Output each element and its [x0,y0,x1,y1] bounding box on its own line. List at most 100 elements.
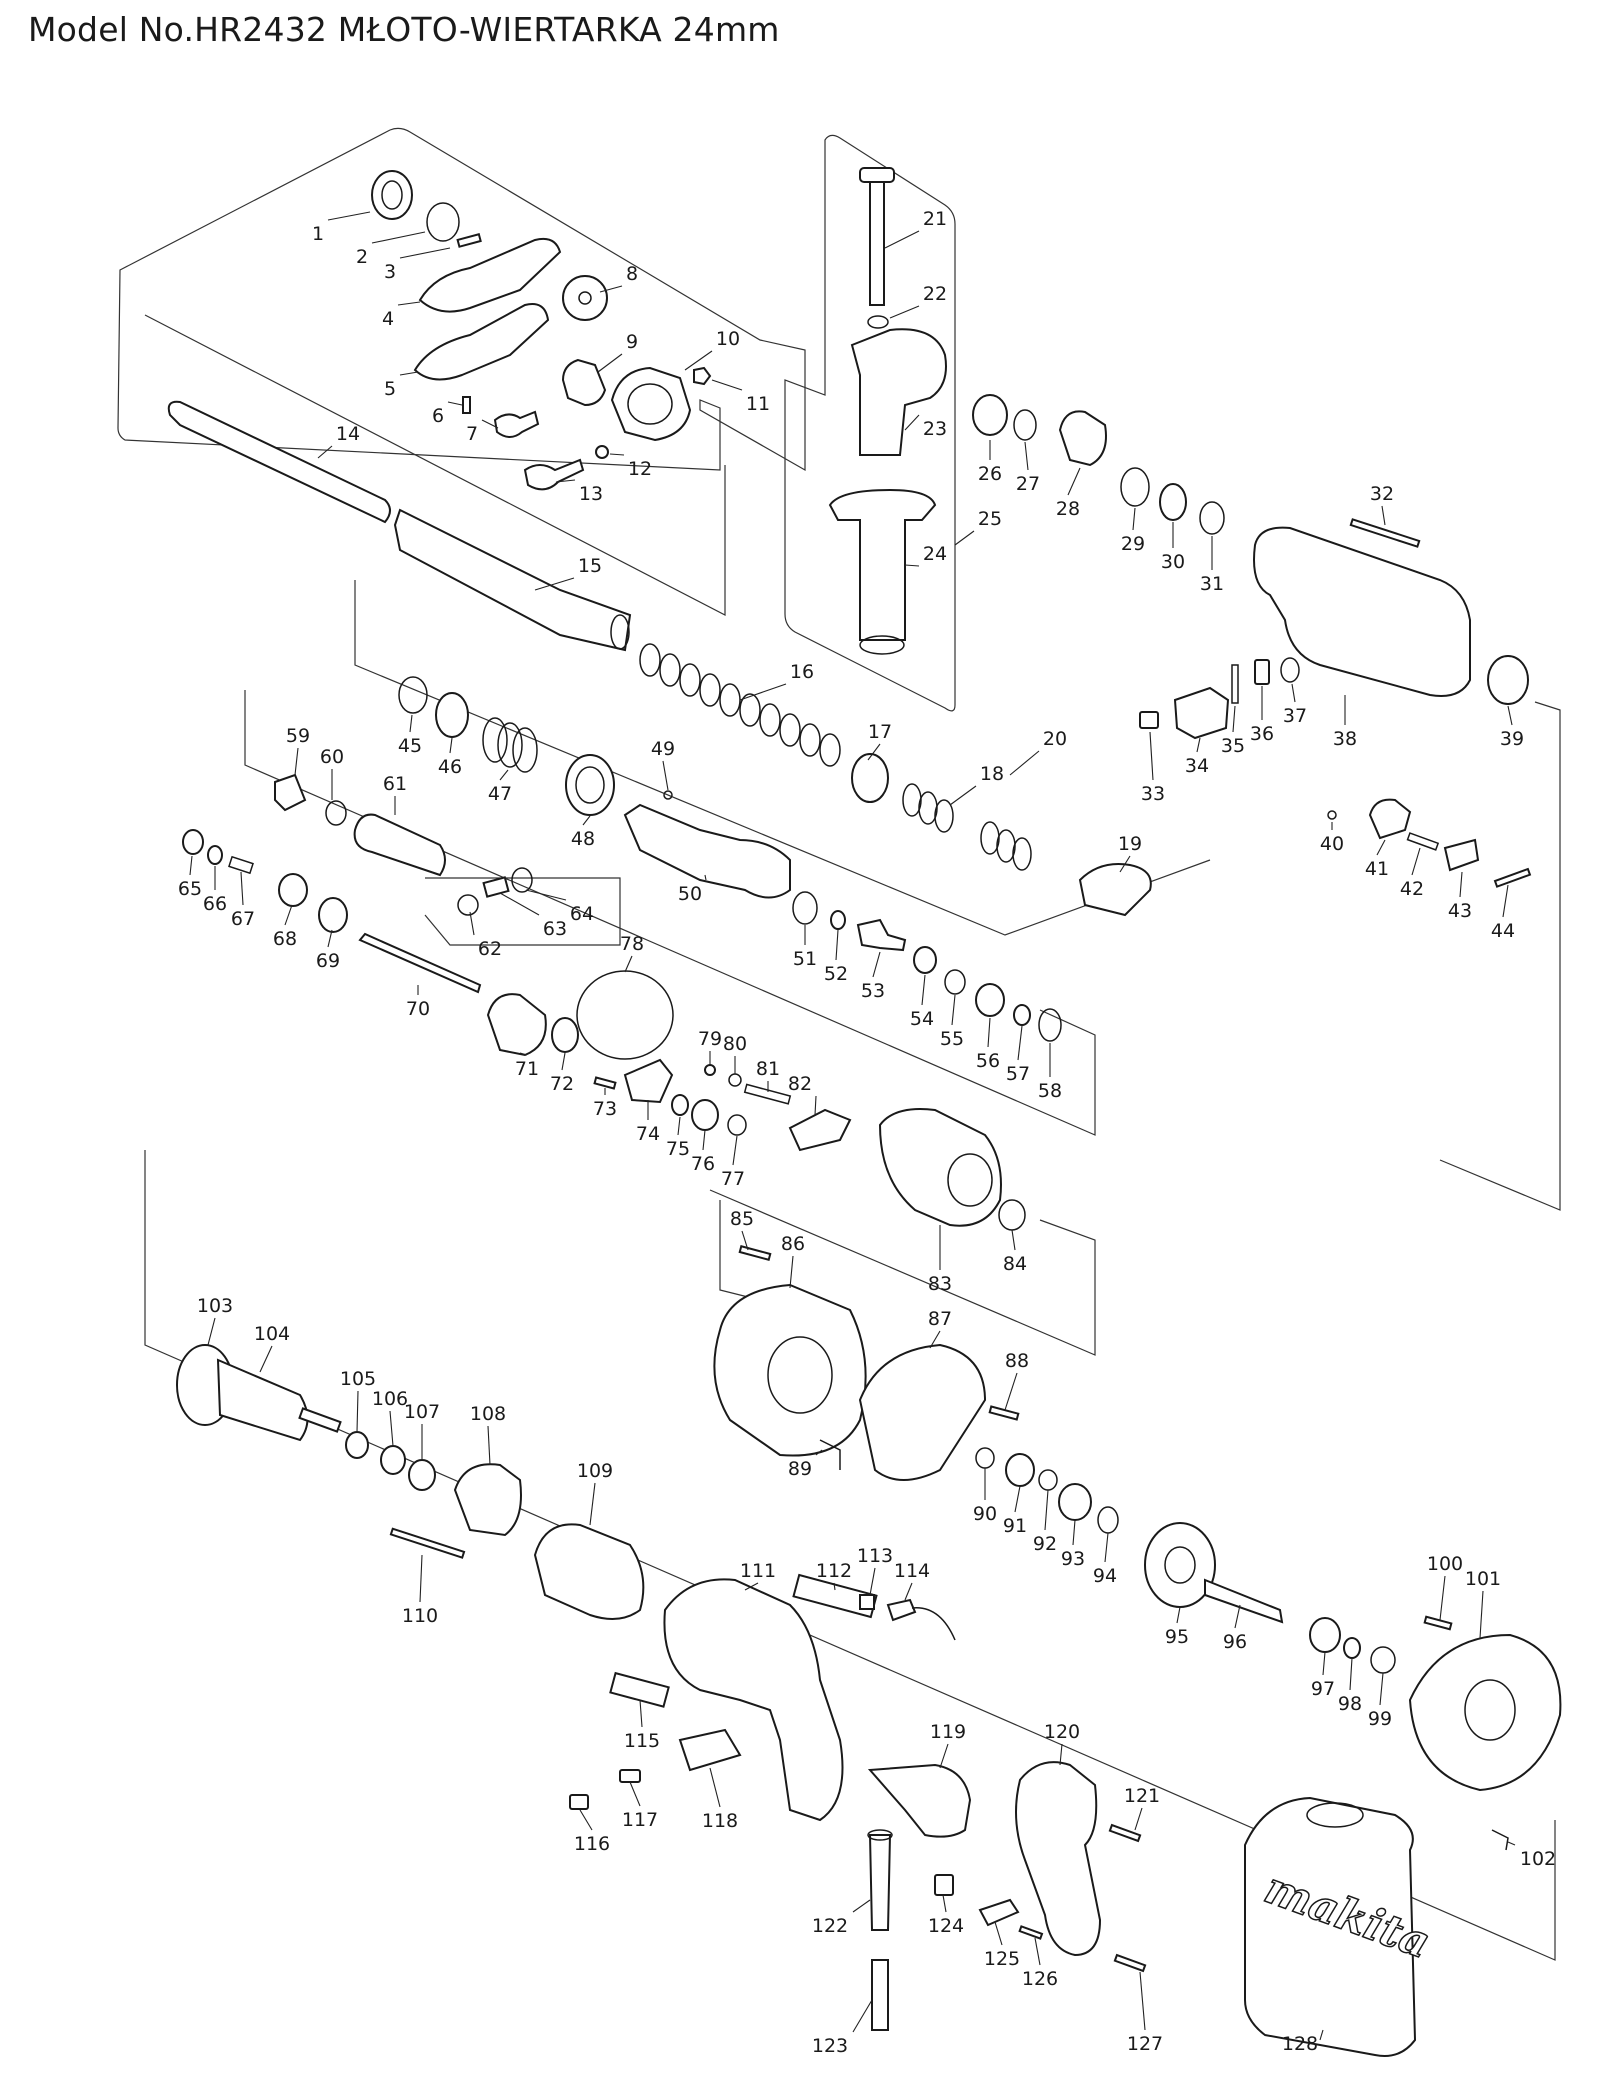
part-number-4: 4 [382,308,394,330]
part-number-81: 81 [756,1058,780,1080]
leader-line-32 [1381,505,1386,526]
part-number-7: 7 [466,423,478,445]
part-shape-42 [1406,832,1440,851]
leader-line-119 [939,1743,949,1769]
part-number-97: 97 [1311,1678,1335,1700]
leader-line-78 [624,955,633,973]
leader-line-95 [1176,1606,1181,1624]
part-shape-116 [569,1794,589,1810]
leader-line-110 [419,1554,423,1603]
part-shape-57 [1013,1004,1031,1026]
part-number-94: 94 [1093,1565,1117,1587]
part-number-86: 86 [781,1233,805,1255]
leader-line-99 [1379,1672,1384,1706]
part-number-31: 31 [1200,573,1224,595]
part-shape-4 [418,237,562,313]
part-number-113: 113 [857,1545,893,1567]
part-shape-55 [944,969,966,995]
part-number-17: 17 [868,721,892,743]
leader-line-22 [889,305,920,319]
frame-housing-right [1439,701,1561,1211]
part-number-36: 36 [1250,723,1274,745]
part-shape-37 [1280,657,1300,683]
part-shape-110 [389,1527,466,1559]
part-shape-113 [859,1594,875,1610]
leader-line-15 [534,577,575,591]
leader-line-101 [1479,1590,1484,1639]
part-shape-71 [486,993,547,1057]
leader-line-77 [732,1135,738,1166]
part-shape-125 [978,1898,1020,1927]
leader-line-3 [399,247,451,259]
part-number-85: 85 [730,1208,754,1230]
part-number-88: 88 [1005,1350,1029,1372]
part-shape-53 [856,918,907,952]
part-shape-77 [727,1114,747,1136]
leader-line-16 [739,683,787,701]
part-shape-43 [1443,838,1480,872]
part-shape-94 [1097,1506,1119,1534]
part-shape-3 [456,233,482,248]
part-number-55: 55 [940,1028,964,1050]
leader-line-89 [815,1449,823,1456]
leader-line-104 [259,1345,273,1373]
part-number-64: 64 [570,903,594,925]
part-number-50: 50 [678,883,702,905]
part-number-46: 46 [438,756,462,778]
leader-line-123 [852,1999,873,2033]
part-number-109: 109 [577,1460,613,1482]
part-number-49: 49 [651,738,675,760]
part-number-115: 115 [624,1730,660,1752]
part-number-8: 8 [626,263,638,285]
part-number-110: 110 [402,1605,438,1627]
leader-line-50 [704,874,707,881]
part-shape-124 [934,1874,954,1896]
part-shape-98 [1343,1637,1361,1659]
leader-line-72 [561,1052,566,1071]
part-shape-1 [371,170,413,220]
part-number-79: 79 [698,1028,722,1050]
part-shape-64 [511,867,533,893]
part-shape-10 [610,366,692,442]
part-number-57: 57 [1006,1063,1030,1085]
part-shape-47 [482,717,538,773]
part-shape-60 [325,800,347,826]
part-number-20: 20 [1043,728,1067,750]
part-number-58: 58 [1038,1080,1062,1102]
part-shape-101 [1408,1633,1562,1792]
leader-line-111 [744,1582,759,1591]
leader-line-102 [1507,1841,1516,1846]
part-shape-66 [207,845,223,865]
part-shape-24 [828,488,937,641]
leader-line-98 [1349,1657,1353,1691]
part-shape-109 [533,1523,645,1620]
part-shape-87 [858,1343,987,1481]
part-number-78: 78 [620,933,644,955]
leader-line-7 [481,419,499,429]
part-shape-12 [595,445,609,459]
leader-line-113 [869,1567,876,1596]
leader-line-65 [189,855,193,876]
part-number-90: 90 [973,1503,997,1525]
part-shape-45 [398,676,428,714]
part-shape-107 [408,1459,436,1491]
leader-line-12 [609,453,625,456]
part-shape-73 [593,1076,617,1090]
leader-line-49 [662,760,669,791]
part-number-91: 91 [1003,1515,1027,1537]
leader-line-55 [951,994,956,1026]
part-number-19: 19 [1118,833,1142,855]
part-number-69: 69 [316,950,340,972]
part-shape-69 [318,897,348,933]
leader-line-69 [327,929,333,948]
part-number-44: 44 [1491,920,1515,942]
part-shape-23 [850,328,947,456]
part-shape-76 [691,1099,719,1131]
part-number-53: 53 [861,980,885,1002]
part-number-5: 5 [384,378,396,400]
leader-line-64 [525,889,567,901]
part-number-56: 56 [976,1050,1000,1072]
part-shape-114 [886,1598,917,1622]
leader-line-76 [702,1129,706,1151]
part-shape-56 [975,983,1005,1017]
